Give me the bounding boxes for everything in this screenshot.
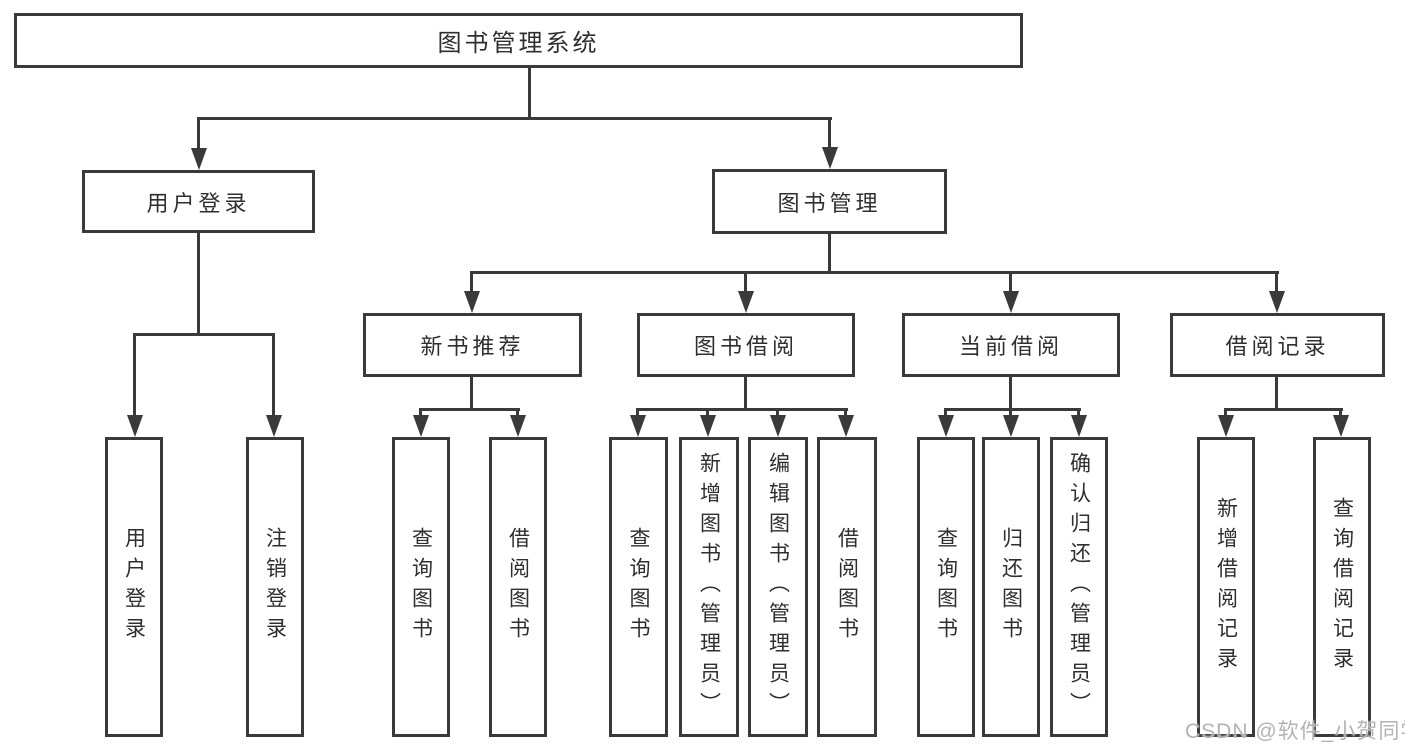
connector-arrow-down xyxy=(510,415,526,437)
connector-vline xyxy=(470,271,473,291)
connector-vline xyxy=(528,68,531,120)
connector-vline xyxy=(744,377,747,410)
connector-arrow-down xyxy=(1269,291,1285,313)
leaf-label: 借阅图书 xyxy=(835,527,859,647)
leaf-label: 注销登录 xyxy=(263,527,287,647)
connector-vline xyxy=(272,333,275,415)
connector-vline xyxy=(1009,271,1012,291)
connector-arrow-down xyxy=(127,415,143,437)
connector-arrow-down xyxy=(700,415,716,437)
connector-vline xyxy=(844,408,847,415)
leaf-node-query-books: 查询图书 xyxy=(392,437,450,737)
leaf-node-query-books: 查询图书 xyxy=(609,437,668,737)
leaf-node-return-books: 归还图书 xyxy=(982,437,1040,737)
leaf-node-logout: 注销登录 xyxy=(246,437,304,737)
connector-arrow-down xyxy=(1003,291,1019,313)
connector-vline xyxy=(1224,408,1227,415)
connector-arrow-down xyxy=(630,415,646,437)
leaf-label: 新增借阅记录 xyxy=(1214,497,1238,677)
leaf-label: 确认归还（管理员） xyxy=(1067,452,1091,722)
connector-vline xyxy=(197,233,200,336)
connector-arrow-down xyxy=(1003,415,1019,437)
leaf-node-add-books-admin: 新增图书（管理员） xyxy=(679,437,739,737)
leaf-label: 编辑图书（管理员） xyxy=(766,452,790,722)
connector-arrow-down xyxy=(838,415,854,437)
connector-vline xyxy=(419,408,422,415)
leaf-node-edit-books-admin: 编辑图书（管理员） xyxy=(748,437,808,737)
connector-hline xyxy=(133,333,275,336)
leaf-label: 新增图书（管理员） xyxy=(697,452,721,722)
leaf-label: 归还图书 xyxy=(999,527,1023,647)
node-book-management: 图书管理 xyxy=(712,169,947,234)
connector-arrow-down xyxy=(191,148,207,170)
connector-arrow-down xyxy=(938,415,954,437)
connector-arrow-down xyxy=(770,415,786,437)
leaf-node-query-borrow-record: 查询借阅记录 xyxy=(1313,437,1371,737)
connector-hline xyxy=(637,408,848,411)
connector-hline xyxy=(419,408,520,411)
watermark: CSDN @软件_小贺同学 xyxy=(1185,720,1405,743)
leaf-label: 借阅图书 xyxy=(506,527,530,647)
connector-vline xyxy=(944,408,947,415)
node-root-system: 图书管理系统 xyxy=(14,13,1023,68)
connector-vline xyxy=(197,117,200,150)
connector-hline xyxy=(197,117,832,120)
connector-arrow-down xyxy=(1071,415,1087,437)
node-borrow-records: 借阅记录 xyxy=(1170,313,1385,377)
connector-arrow-down xyxy=(1333,415,1349,437)
connector-vline xyxy=(133,333,136,415)
connector-arrow-down xyxy=(413,415,429,437)
leaf-label: 用户登录 xyxy=(122,527,146,647)
connector-hline xyxy=(1224,408,1343,411)
connector-vline xyxy=(706,408,709,415)
connector-hline xyxy=(470,271,1279,274)
leaf-label: 查询图书 xyxy=(409,527,433,647)
connector-arrow-down xyxy=(464,291,480,313)
connector-vline xyxy=(470,377,473,410)
node-current-borrow: 当前借阅 xyxy=(902,313,1120,377)
connector-vline xyxy=(828,234,831,274)
connector-vline xyxy=(1275,377,1278,410)
connector-arrow-down xyxy=(822,147,838,169)
connector-vline xyxy=(1009,408,1012,415)
leaf-node-confirm-return-admin: 确认归还（管理员） xyxy=(1050,437,1108,737)
leaf-label: 查询图书 xyxy=(934,527,958,647)
leaf-label: 查询借阅记录 xyxy=(1330,497,1354,677)
connector-vline xyxy=(776,408,779,415)
connector-vline xyxy=(1009,377,1012,410)
node-user-login: 用户登录 xyxy=(82,170,315,233)
leaf-node-borrow-books: 借阅图书 xyxy=(489,437,547,737)
connector-arrow-down xyxy=(1218,415,1234,437)
leaf-node-borrow-books: 借阅图书 xyxy=(817,437,877,737)
connector-hline xyxy=(944,408,1081,411)
leaf-node-query-books: 查询图书 xyxy=(917,437,975,737)
leaf-label: 查询图书 xyxy=(627,527,650,647)
leaf-node-add-borrow-record: 新增借阅记录 xyxy=(1197,437,1255,737)
connector-vline xyxy=(636,408,639,415)
connector-vline xyxy=(1339,408,1342,415)
connector-vline xyxy=(516,408,519,415)
leaf-node-user-login: 用户登录 xyxy=(105,437,163,737)
node-new-book-recommend: 新书推荐 xyxy=(363,313,582,377)
connector-vline xyxy=(744,271,747,291)
connector-vline xyxy=(1077,408,1080,415)
connector-arrow-down xyxy=(266,415,282,437)
connector-vline xyxy=(828,117,831,149)
connector-vline xyxy=(1275,271,1278,291)
connector-arrow-down xyxy=(738,291,754,313)
node-book-borrow: 图书借阅 xyxy=(637,313,855,377)
